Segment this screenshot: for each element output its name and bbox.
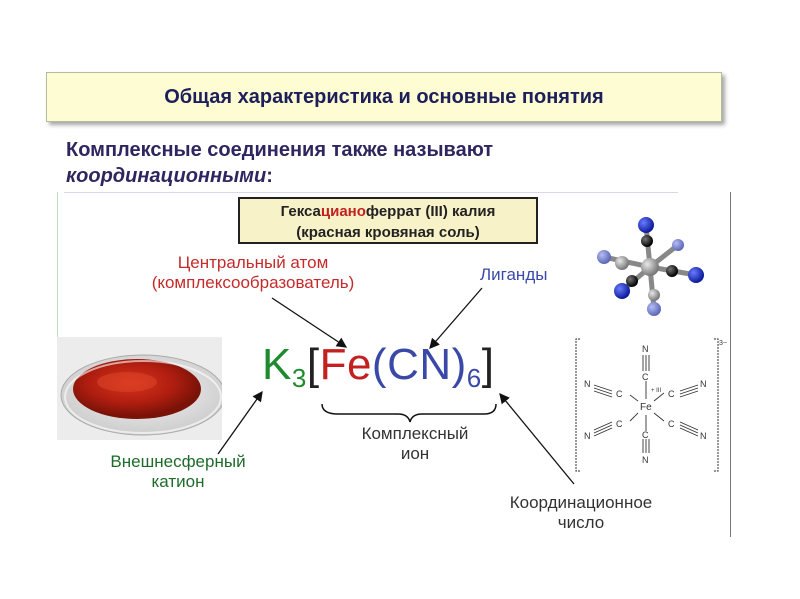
arrow-ligands bbox=[429, 287, 483, 349]
coord-label-line-2: число bbox=[557, 513, 605, 532]
struct-n-left-bottom: N bbox=[584, 431, 591, 441]
complex-ion-brace bbox=[321, 403, 497, 423]
struct-c-left-top: C bbox=[616, 389, 623, 399]
compound-name-rest: феррат (III) калия bbox=[365, 203, 496, 220]
formula-cn: CN bbox=[387, 340, 452, 389]
complex-label-line-1: Комплексный bbox=[361, 424, 469, 443]
compound-name-line-2: (красная кровяная соль) bbox=[296, 224, 480, 241]
compound-name-line-1: Гексацианоферрат (III) калия bbox=[240, 201, 536, 222]
outer-label-line-1: Внешнесферный bbox=[110, 452, 246, 471]
arrow-coordination-number bbox=[499, 392, 575, 485]
compound-name-ligand: циано bbox=[320, 203, 366, 220]
slide-title: Общая характеристика и основные понятия bbox=[46, 72, 722, 122]
intro-text: Комплексные соединения также называют ко… bbox=[66, 137, 706, 189]
divider bbox=[64, 192, 678, 193]
struct-c-left-bottom: C bbox=[616, 419, 623, 429]
central-atom-label-line-2: (комплексообразователь) bbox=[151, 273, 355, 292]
intro-colon: : bbox=[266, 165, 273, 187]
ligands-label: Лиганды bbox=[480, 265, 548, 284]
formula-open-bracket: [ bbox=[306, 340, 320, 389]
central-atom-label: Центральный атом (комплексообразователь) bbox=[108, 253, 398, 293]
complex-label-line-2: ион bbox=[400, 444, 430, 463]
coordination-number-label: Координационное число bbox=[476, 493, 686, 533]
arrow-outer-cation bbox=[217, 390, 263, 455]
outer-label-line-2: катион bbox=[151, 472, 205, 491]
struct-c-bottom: C bbox=[642, 430, 649, 440]
struct-n-right-top: N bbox=[700, 379, 707, 389]
chemical-formula: K3[Fe(CN)6] bbox=[262, 340, 495, 394]
slide-title-text: Общая характеристика и основные понятия bbox=[164, 85, 604, 108]
intro-line-2: координационными: bbox=[66, 163, 706, 189]
struct-n-right-bottom: N bbox=[700, 431, 707, 441]
structural-formula: 3− Fe + III N C C N N C N C C N C N bbox=[575, 338, 727, 472]
intro-italic-term: координационными bbox=[66, 165, 267, 187]
struct-charge: 3− bbox=[719, 340, 727, 347]
salt-sample-photo bbox=[57, 337, 222, 440]
struct-ox: + III bbox=[651, 388, 662, 394]
formula-cn-index: 6 bbox=[466, 363, 482, 393]
struct-n-left-top: N bbox=[584, 379, 591, 389]
coord-label-line-1: Координационное bbox=[509, 493, 653, 512]
intro-line-1: Комплексные соединения также называют bbox=[66, 139, 494, 161]
formula-fe: Fe bbox=[319, 340, 372, 389]
divider-vertical-left bbox=[57, 192, 58, 342]
molecule-3d-model bbox=[597, 217, 704, 316]
divider-vertical bbox=[730, 192, 731, 537]
struct-c-right-bottom: C bbox=[668, 419, 675, 429]
struct-c-top: C bbox=[642, 372, 649, 382]
compound-name-prefix: Гекса bbox=[280, 203, 321, 220]
struct-n-bottom: N bbox=[642, 455, 649, 465]
formula-close-bracket: ] bbox=[481, 340, 495, 389]
central-atom-label-line-1: Центральный атом bbox=[177, 253, 329, 272]
complex-ion-label: Комплексный ион bbox=[330, 424, 500, 464]
formula-open-paren: ( bbox=[371, 340, 388, 389]
outer-sphere-cation-label: Внешнесферный катион bbox=[78, 452, 278, 492]
struct-c-right-top: C bbox=[668, 389, 675, 399]
formula-k-index: 3 bbox=[291, 363, 307, 393]
compound-name-box: Гексацианоферрат (III) калия (красная кр… bbox=[238, 197, 538, 244]
formula-close-paren: ) bbox=[451, 340, 467, 389]
formula-k: K bbox=[262, 340, 292, 389]
struct-fe: Fe bbox=[640, 402, 652, 413]
struct-n-top: N bbox=[642, 344, 649, 354]
